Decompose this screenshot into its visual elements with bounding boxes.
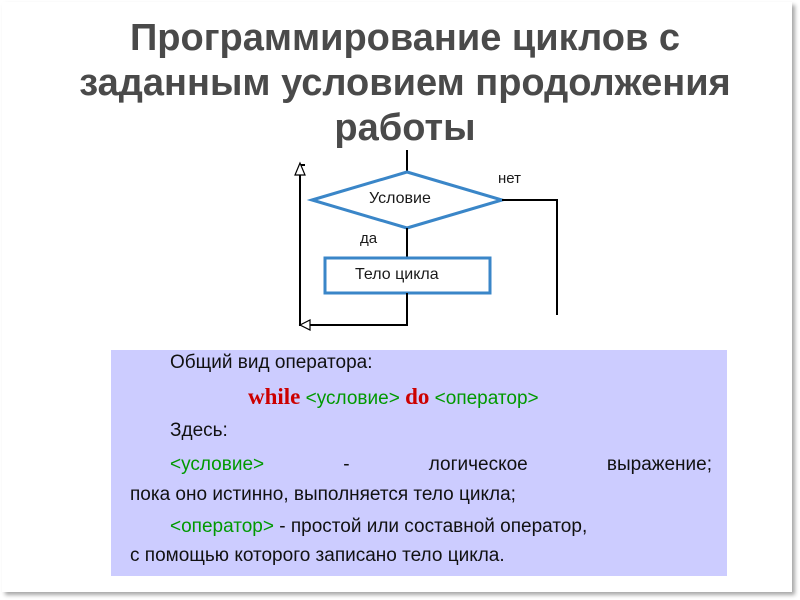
operator-description-line2: с помощью которого записано тело цикла. — [130, 545, 505, 566]
keyword-do: do — [405, 384, 430, 409]
condition-description-line2: пока оно истинно, выполняется тело цикла… — [130, 484, 516, 505]
condition-term: <условие> — [170, 454, 265, 475]
operator-term: <оператор> — [170, 516, 274, 537]
explanation-panel — [111, 350, 727, 576]
loop-body-box — [323, 256, 492, 295]
operator-desc-rest: - простой или составной оператор, — [273, 516, 588, 537]
operator-description-line1: <оператор> - простой или составной опера… — [170, 516, 587, 538]
condition-label: Условие — [369, 190, 431, 207]
flow-no-line — [502, 199, 558, 315]
yes-label: да — [360, 230, 378, 247]
loop-up-arrow-icon — [294, 161, 306, 176]
condition-description-line1: <условие> - логическое выражение; — [170, 454, 712, 476]
syntax-line: while <условие> do <оператор> — [248, 384, 539, 410]
slide-title: Программирование циклов с заданным услов… — [79, 17, 731, 149]
loop-body-label: Тело цикла — [355, 266, 439, 283]
loop-back-arrow-icon — [298, 319, 311, 331]
syntax-operator: <оператор> — [434, 388, 539, 409]
syntax-condition: <условие> — [305, 388, 400, 409]
general-form-label: Общий вид оператора: — [170, 352, 373, 373]
word-expression: выражение; — [606, 454, 712, 475]
keyword-while: while — [248, 384, 301, 409]
here-label: Здесь: — [170, 420, 228, 441]
word-logical: логическое — [428, 454, 528, 475]
dash: - — [343, 454, 350, 475]
no-label: нет — [498, 170, 521, 187]
